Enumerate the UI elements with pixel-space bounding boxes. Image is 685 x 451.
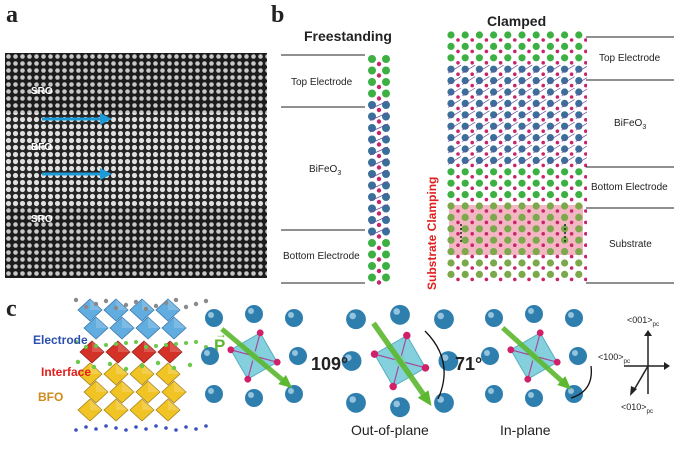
substrate-clamping-label: Substrate Clamping: [425, 176, 439, 290]
unit-cell-polarization: [201, 305, 307, 407]
electrode-label: Electrode: [33, 333, 88, 347]
polarization-arrows: [42, 113, 112, 180]
angle-109-label: 109°: [311, 354, 349, 374]
in-plane-caption: In-plane: [500, 422, 551, 438]
clamped-crystal: [447, 31, 587, 282]
axis-100-label: <100>pc: [598, 352, 631, 365]
panel-c-letter: c: [6, 296, 17, 322]
angle-71-label: 71°: [455, 354, 483, 374]
clamped-substrate-label: Substrate: [609, 239, 652, 250]
clamped-top-electrode-label: Top Electrode: [599, 53, 661, 64]
interface-label: Interface: [41, 365, 92, 379]
heterostructure-model: [73, 297, 209, 432]
out-of-plane-caption: Out-of-plane: [351, 422, 429, 438]
axis-001-label: <001>pc: [627, 315, 660, 328]
freestanding-top-electrode-label: Top Electrode: [291, 77, 353, 88]
tem-image: [5, 53, 267, 278]
freestanding-title: Freestanding: [304, 28, 392, 44]
panel-b-letter: b: [271, 2, 285, 28]
freestanding-dividers: [281, 54, 365, 284]
freestanding-bifeo3-label: BiFeO3: [309, 164, 342, 177]
crystal-axes: [624, 330, 670, 396]
panel-a-letter: a: [6, 2, 18, 28]
tem-label-bfo: BFO: [31, 142, 53, 153]
unit-cell-out-of-plane: [341, 304, 459, 418]
bfo-label: BFO: [38, 390, 64, 404]
tem-label-sro-top: SRO: [31, 86, 53, 97]
axis-010-label: <010>pc: [621, 402, 654, 415]
clamped-title: Clamped: [487, 13, 547, 29]
clamped-dividers: [586, 36, 674, 284]
freestanding-bottom-electrode-label: Bottom Electrode: [283, 251, 360, 262]
freestanding-crystal: [368, 55, 390, 285]
clamped-bifeo3-label: BiFeO3: [614, 118, 647, 131]
tem-label-sro-bottom: SRO: [31, 214, 53, 225]
unit-cell-in-plane: [481, 305, 592, 407]
clamped-bottom-electrode-label: Bottom Electrode: [591, 182, 668, 193]
